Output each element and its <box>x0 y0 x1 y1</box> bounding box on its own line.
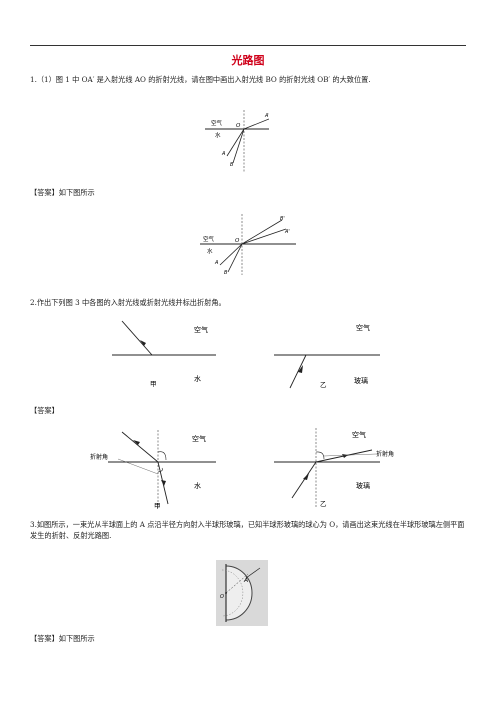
yi-glass-label: 玻璃 <box>354 376 368 385</box>
figure-1-answer: 空气 水 O A' B' A B <box>200 214 296 276</box>
question-1-answer: 【答案】如下图所示 <box>30 188 95 197</box>
fig2-bprime-label: B' <box>280 216 285 222</box>
fig2-air-label: 空气 <box>203 235 215 243</box>
jia-air-label: 空气 <box>194 325 208 334</box>
answer-3-jia: 折射角 空气 水 甲 <box>90 430 216 510</box>
hemisphere-a-label: A <box>243 577 248 584</box>
fig2-water-label: 水 <box>207 247 213 255</box>
answer-3-yi: 空气 折射角 玻璃 乙 <box>274 428 394 508</box>
ans-jia-label: 甲 <box>154 502 161 510</box>
ans-jia-water-label: 水 <box>194 481 201 490</box>
question-1-text: 1.（1）图 1 中 OA′ 是入射光线 AO 的折射光线，请在图中画出入射光线… <box>30 75 371 84</box>
yi-air-label: 空气 <box>356 323 370 332</box>
question-2-text: 2.作出下列图 3 中各图的入射光线或折射光线并标出折射角。 <box>30 298 226 307</box>
figure-3-jia: 空气 水 甲 <box>112 320 216 388</box>
fig1-air-label: 空气 <box>211 119 223 127</box>
fig2-o-label: O <box>235 238 240 244</box>
fig2-b-label: B <box>224 270 228 276</box>
question-2-answer: 【答案】 <box>30 406 59 415</box>
fig1-o-label: O <box>236 123 241 129</box>
figure-1: 空气 水 O A' A B <box>205 110 269 172</box>
question-3-text: 3.如图所示，一束光从半球面上的 A 点沿半径方向射入半球形玻璃，已知半球形玻璃… <box>30 520 465 540</box>
ans-yi-glass-label: 玻璃 <box>356 481 370 490</box>
ans-yi-label: 乙 <box>320 500 327 508</box>
fig1-b-label: B <box>230 162 234 168</box>
ans-jia-angle-label: 折射角 <box>90 453 108 461</box>
ans-yi-air-label: 空气 <box>352 430 366 439</box>
hemisphere-o-label: O <box>220 594 224 600</box>
yi-label: 乙 <box>320 381 327 389</box>
ans-yi-angle-label: 折射角 <box>376 450 394 458</box>
jia-label: 甲 <box>150 380 157 388</box>
fig1-water-label: 水 <box>215 131 221 139</box>
page-title: 光路图 <box>231 54 265 67</box>
jia-water-label: 水 <box>194 374 201 383</box>
ans-jia-air-label: 空气 <box>192 434 206 443</box>
fig2-a-label: A <box>214 260 219 266</box>
figure-3-yi: 空气 玻璃 乙 <box>274 323 380 389</box>
fig1-a-label: A <box>221 151 226 157</box>
header-rule <box>30 45 466 46</box>
fig1-aprime-label: A' <box>264 113 269 119</box>
fig2-aprime-label: A' <box>284 229 290 235</box>
question-3-answer: 【答案】如下图所示 <box>30 634 95 643</box>
figure-hemisphere: A O <box>216 560 268 626</box>
